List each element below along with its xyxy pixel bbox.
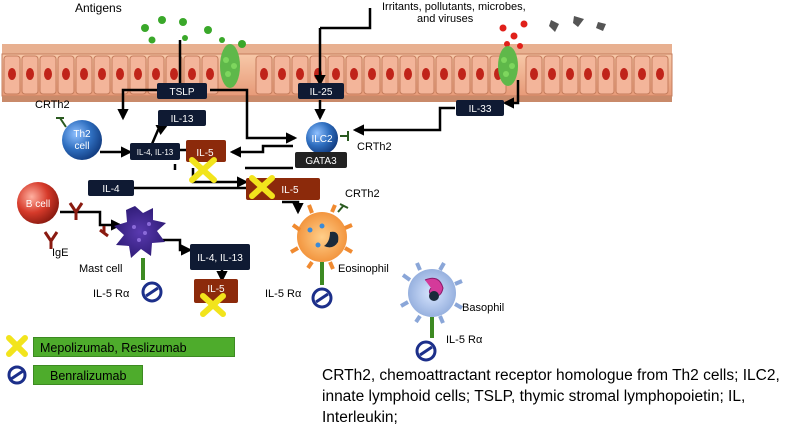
il5-receptor-baso xyxy=(415,317,437,362)
svg-text:IL-4: IL-4 xyxy=(102,184,120,195)
epithelial-nucleus xyxy=(656,68,664,80)
svg-text:IL-5: IL-5 xyxy=(281,185,299,196)
crth2-label-ilc2: CRTh2 xyxy=(357,141,392,153)
il4-box: IL-4 xyxy=(88,180,134,196)
svg-text:IL-13: IL-13 xyxy=(171,114,194,125)
svg-text:B cell: B cell xyxy=(26,199,50,210)
tslp-label-box: TSLP xyxy=(157,83,207,99)
epithelial-nucleus xyxy=(620,68,628,80)
epithelial-nucleus xyxy=(260,68,268,80)
il33-label-box: IL-33 xyxy=(456,100,504,116)
epithelial-nucleus xyxy=(278,68,286,80)
gata3-box: GATA3 xyxy=(295,152,347,168)
antigen-particles-icon xyxy=(141,16,246,48)
epithelial-nucleus xyxy=(152,68,160,80)
epithelial-nucleus xyxy=(476,68,484,80)
il5ra-label-baso: IL-5 Rα xyxy=(446,334,483,346)
svg-text:IL-5: IL-5 xyxy=(207,284,225,295)
epithelial-nucleus xyxy=(566,68,574,80)
legend-mepolizumab: Mepolizumab, Reslizumab xyxy=(33,337,235,357)
irritant-particles-icon xyxy=(499,20,528,49)
epithelial-nucleus xyxy=(116,68,124,80)
epithelial-nucleus xyxy=(422,68,430,80)
epithelial-nucleus xyxy=(44,68,52,80)
basophil-cell xyxy=(400,262,463,324)
il4-il13-mast-box: IL-4, IL-13 xyxy=(190,244,250,270)
b-cell: B cell xyxy=(17,182,59,224)
svg-text:GATA3: GATA3 xyxy=(305,156,337,167)
epithelial-nucleus xyxy=(440,68,448,80)
eosinophil-cell xyxy=(290,203,353,270)
epithelial-nucleus xyxy=(296,68,304,80)
epithelial-nucleus xyxy=(350,68,358,80)
mepolizumab-block-icon xyxy=(189,157,275,317)
epithelial-nucleus xyxy=(602,68,610,80)
pollutant-shards-icon xyxy=(549,16,606,32)
il4-il13-th2-box: IL-4, IL-13 xyxy=(130,143,180,160)
legend-benralizumab: Benralizumab xyxy=(33,365,143,385)
svg-text:Th2: Th2 xyxy=(73,129,91,140)
eosinophil-label: Eosinophil xyxy=(338,263,389,275)
epithelial-nucleus xyxy=(98,68,106,80)
epithelial-nucleus xyxy=(638,68,646,80)
th2-cell: Th2 cell xyxy=(56,117,102,160)
abbreviation-footnote: CRTh2, chemoattractant receptor homologu… xyxy=(322,367,780,426)
svg-text:cell: cell xyxy=(74,141,89,152)
svg-text:IL-25: IL-25 xyxy=(310,87,333,98)
svg-text:TSLP: TSLP xyxy=(169,87,194,98)
irritants-label-2: and viruses xyxy=(417,13,474,25)
epithelial-nucleus xyxy=(188,68,196,80)
mast-cell xyxy=(114,206,166,258)
il5-th2-box: IL-5 xyxy=(186,140,226,162)
legend-ring-icon xyxy=(7,365,27,385)
svg-text:IL-4, IL-13: IL-4, IL-13 xyxy=(197,253,243,264)
epithelial-nucleus xyxy=(332,68,340,80)
crth2-label-th2: CRTh2 xyxy=(35,99,70,111)
epithelial-nucleus xyxy=(8,68,16,80)
ilc2-cell: ILC2 xyxy=(306,122,349,154)
svg-text:IL-33: IL-33 xyxy=(469,104,492,115)
epithelial-nucleus xyxy=(206,68,214,80)
epithelial-nucleus xyxy=(62,68,70,80)
il5ra-label-mast: IL-5 Rα xyxy=(93,288,130,300)
antigens-label: Antigens xyxy=(75,1,122,15)
epithelial-nucleus xyxy=(458,68,466,80)
basophil-label: Basophil xyxy=(462,302,504,314)
epithelial-nucleus xyxy=(548,68,556,80)
epithelial-nucleus xyxy=(170,68,178,80)
legend-x-icon xyxy=(6,335,28,357)
goblet-cell-cluster-icon xyxy=(220,44,518,88)
il5ra-label-eos: IL-5 Rα xyxy=(265,288,302,300)
pathway-arrows xyxy=(60,8,520,283)
ige-label: IgE xyxy=(52,247,69,259)
epithelial-nucleus xyxy=(134,68,142,80)
svg-text:ILC2: ILC2 xyxy=(311,134,333,145)
il25-label-box: IL-25 xyxy=(298,83,344,99)
svg-text:IL-4, IL-13: IL-4, IL-13 xyxy=(137,148,174,157)
epithelial-nucleus xyxy=(584,68,592,80)
epithelial-nucleus xyxy=(80,68,88,80)
ige-icon xyxy=(43,202,109,249)
il5-receptor-eos xyxy=(311,262,333,309)
il13-box: IL-13 xyxy=(158,110,206,126)
epithelial-nucleus xyxy=(386,68,394,80)
epithelial-nucleus xyxy=(404,68,412,80)
epithelial-nucleus xyxy=(530,68,538,80)
irritants-label: Irritants, pollutants, microbes, xyxy=(382,1,526,13)
epithelial-nucleus xyxy=(26,68,34,80)
epithelial-nucleus xyxy=(368,68,376,80)
mast-cell-label: Mast cell xyxy=(79,263,122,275)
il5-receptor-mast xyxy=(141,258,163,303)
crth2-label-eos: CRTh2 xyxy=(345,188,380,200)
svg-text:IL-5: IL-5 xyxy=(196,148,214,159)
